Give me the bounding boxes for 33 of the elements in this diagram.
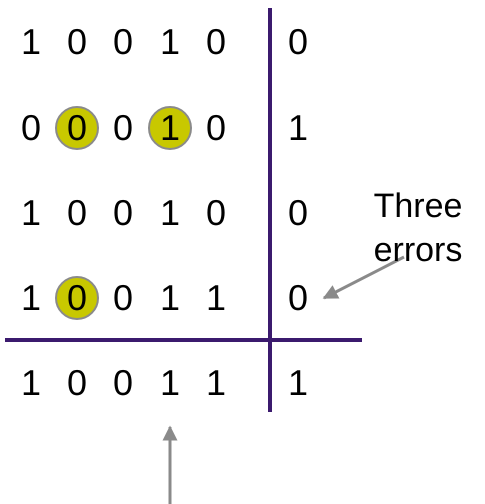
digit: 1 xyxy=(204,276,228,320)
digit: 0 xyxy=(204,191,228,235)
annotation-text: Three errors xyxy=(352,184,484,274)
circled-digit: 0 xyxy=(55,106,99,150)
circled-digit: 1 xyxy=(148,106,192,150)
digit: 0 xyxy=(286,20,310,64)
digit: 0 xyxy=(66,361,88,405)
arrow xyxy=(162,426,178,504)
digit: 0 xyxy=(112,276,134,320)
digit: 1 xyxy=(20,20,42,64)
digit: 1 xyxy=(158,20,182,64)
digit: 0 xyxy=(66,20,88,64)
digit: 1 xyxy=(158,191,182,235)
digit: 0 xyxy=(112,20,134,64)
digit: 1 xyxy=(286,361,310,405)
digit: 1 xyxy=(158,276,182,320)
arrow xyxy=(322,256,405,300)
digit: 0 xyxy=(20,106,42,150)
digit: 0 xyxy=(112,191,134,235)
digit: 1 xyxy=(286,106,310,150)
digit: 0 xyxy=(112,361,134,405)
digit: 0 xyxy=(66,191,88,235)
digit: 1 xyxy=(20,361,42,405)
digit: 1 xyxy=(204,361,228,405)
circled-digit: 0 xyxy=(55,276,99,320)
digit: 1 xyxy=(148,361,192,405)
digit: 0 xyxy=(204,20,228,64)
digit: 0 xyxy=(204,106,228,150)
digit: 0 xyxy=(286,191,310,235)
digit: 0 xyxy=(276,276,320,320)
digit: 1 xyxy=(20,276,42,320)
digit: 0 xyxy=(112,106,134,150)
digit: 1 xyxy=(20,191,42,235)
